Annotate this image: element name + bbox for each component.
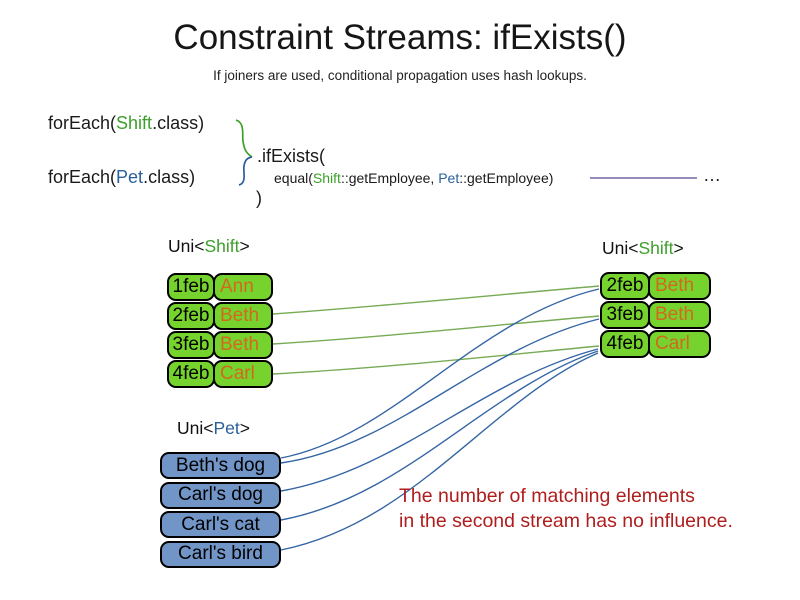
uni-pet-label: Uni<Pet> — [177, 418, 250, 439]
wire-4feb — [272, 345, 600, 375]
table-row: 3feb Beth — [167, 331, 273, 359]
table-row: 3feb Beth — [600, 301, 711, 329]
pet-row: Beth's dog — [160, 452, 281, 479]
code-text: .class) — [143, 167, 196, 187]
wire-beths-dog-2feb — [280, 288, 600, 459]
label-text: Uni< — [168, 236, 205, 256]
code-foreach-pet: forEach(Pet.class) — [48, 167, 195, 188]
brace-bottom-blue — [238, 156, 253, 186]
brace-top-green — [235, 119, 253, 158]
label-text: Uni< — [177, 418, 214, 438]
code-close-paren: ) — [256, 188, 262, 208]
shift-date-cell: 2feb — [167, 302, 215, 330]
shift-class-token: Shift — [116, 113, 153, 133]
uni-shift-left-label: Uni<Shift> — [168, 236, 250, 257]
label-text: > — [239, 418, 250, 438]
page-subtitle: If joiners are used, conditional propaga… — [213, 68, 587, 83]
wire-beths-dog-3feb — [280, 318, 600, 464]
code-text: equal( — [274, 170, 313, 186]
label-type: Shift — [638, 238, 674, 258]
wire-carls-bird-4feb — [280, 352, 599, 551]
code-ellipsis: … — [703, 165, 721, 185]
code-ifexists: .ifExists( — [257, 146, 326, 166]
shift-date-cell: 4feb — [600, 330, 650, 358]
shift-employee-cell: Ann — [213, 273, 273, 301]
pet-row: Carl's cat — [160, 511, 281, 538]
code-text: ::getEmployee, — [340, 170, 439, 186]
note-text: The number of matching elements in the s… — [399, 484, 733, 534]
label-text: Uni< — [602, 238, 639, 258]
table-row: 1feb Ann — [167, 273, 273, 301]
shift-employee-cell: Beth — [648, 301, 711, 329]
label-type: Shift — [204, 236, 240, 256]
shift-employee-cell: Carl — [648, 330, 711, 358]
shift-left-table: 1feb Ann 2feb Beth 3feb Beth 4feb Carl — [167, 273, 273, 389]
table-row: 4feb Carl — [600, 330, 711, 358]
shift-date-cell: 2feb — [600, 272, 650, 300]
wire-carls-cat-4feb — [280, 350, 599, 521]
table-row: 2feb Beth — [167, 302, 273, 330]
shift-right-table: 2feb Beth 3feb Beth 4feb Carl — [600, 272, 711, 359]
table-row: 2feb Beth — [600, 272, 711, 300]
code-joiner: equal(Shift::getEmployee, Pet::getEmploy… — [274, 170, 553, 186]
label-text: > — [239, 236, 250, 256]
shift-date-cell: 4feb — [167, 360, 215, 388]
page-title: Constraint Streams: ifExists() — [173, 18, 627, 57]
pet-table: Beth's dog Carl's dog Carl's cat Carl's … — [160, 452, 281, 570]
pet-row: Carl's dog — [160, 481, 281, 509]
label-type: Pet — [213, 418, 240, 438]
shift-employee-cell: Beth — [213, 331, 273, 359]
code-text: forEach( — [48, 167, 117, 187]
wire-carls-dog-4feb — [280, 348, 599, 492]
shift-date-cell: 3feb — [600, 301, 650, 329]
code-foreach-shift: forEach(Shift.class) — [48, 113, 204, 134]
shift-date-cell: 3feb — [167, 331, 215, 359]
note-line: The number of matching elements — [399, 485, 695, 507]
table-row: 4feb Carl — [167, 360, 273, 388]
pet-class-token: Pet — [116, 167, 144, 187]
uni-shift-right-label: Uni<Shift> — [602, 238, 684, 259]
pet-class-token: Pet — [438, 170, 460, 186]
label-text: > — [673, 238, 684, 258]
code-text: forEach( — [48, 113, 117, 133]
wire-3feb — [272, 315, 600, 345]
code-text: ::getEmployee) — [459, 170, 554, 186]
wire-2feb — [272, 285, 600, 315]
shift-employee-cell: Beth — [648, 272, 711, 300]
note-line: in the second stream has no influence. — [399, 510, 733, 532]
code-text: .class) — [152, 113, 205, 133]
shift-employee-cell: Beth — [213, 302, 273, 330]
shift-employee-cell: Carl — [213, 360, 273, 388]
pet-row: Carl's bird — [160, 540, 281, 568]
shift-class-token: Shift — [312, 170, 341, 186]
shift-date-cell: 1feb — [167, 273, 215, 301]
